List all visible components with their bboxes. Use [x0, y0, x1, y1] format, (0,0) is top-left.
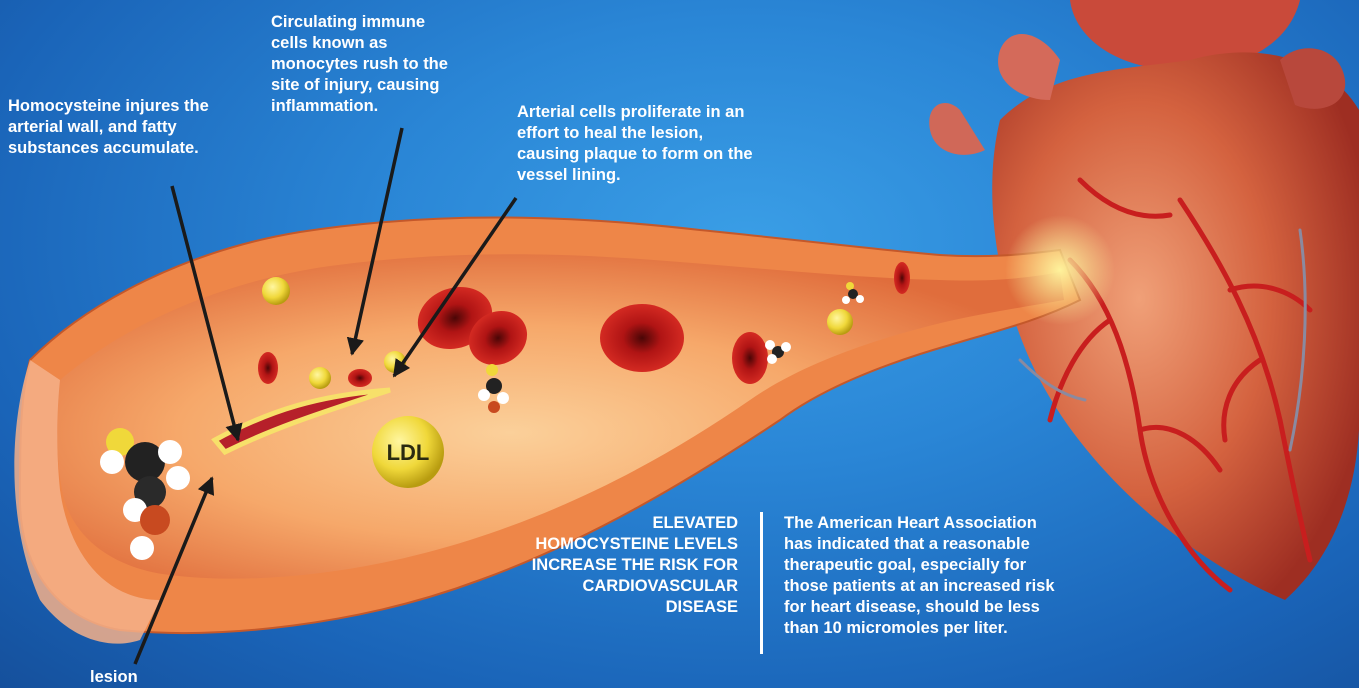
caption-proliferate: Arterial cells proliferate in an effort …	[517, 102, 762, 186]
fat-particle	[827, 309, 853, 335]
red-blood-cell	[258, 352, 278, 384]
vessel-glow	[1005, 215, 1115, 325]
fat-particle	[309, 367, 331, 389]
ldl-particle: LDL	[372, 416, 444, 488]
red-blood-cell	[600, 304, 684, 372]
monocyte	[348, 369, 372, 387]
vessel-stub-left	[929, 103, 985, 155]
vessel-stub-top	[998, 34, 1060, 100]
caption-homocysteine: Homocysteine injures the arterial wall, …	[8, 96, 228, 159]
caption-divider	[760, 512, 763, 654]
caption-risk-heading: ELEVATED HOMOCYSTEINE LEVELS INCREASE TH…	[520, 513, 738, 618]
caption-aha-recommendation: The American Heart Association has indic…	[784, 513, 1066, 639]
ldl-label: LDL	[387, 440, 430, 465]
fat-particle	[262, 277, 290, 305]
red-blood-cell	[894, 262, 910, 294]
red-blood-cell	[732, 332, 768, 384]
caption-monocytes: Circulating immune cells known as monocy…	[271, 12, 461, 117]
caption-lesion: lesion	[90, 667, 138, 688]
